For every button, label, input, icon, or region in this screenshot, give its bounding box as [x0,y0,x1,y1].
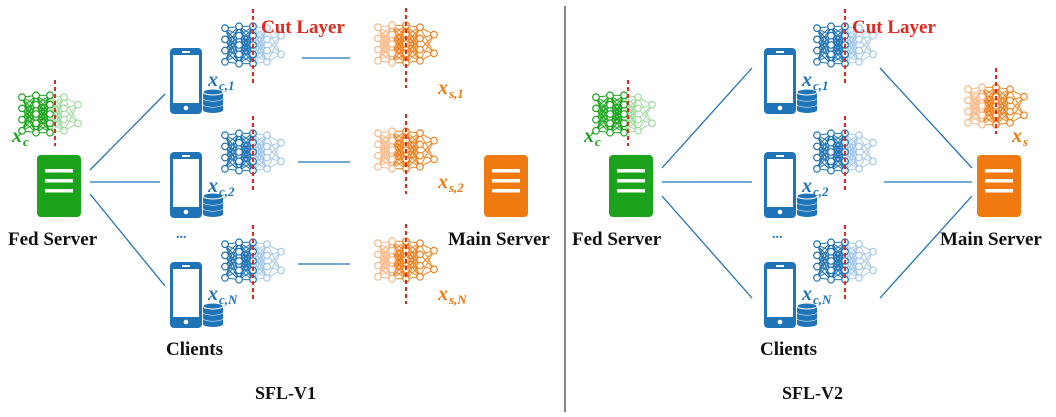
v2-fed-server-label: Fed Server [572,229,662,250]
v1-client-phone-2 [170,152,202,218]
v2-client-var-1: xc,1 [802,69,829,93]
v2-fed-model-network [592,91,656,137]
v1-fed-server-label: Fed Server [8,229,98,250]
v1-client-network-n [221,238,285,284]
v1-client-database-2 [202,192,224,217]
v2-fed-server-icon [609,155,653,217]
v1-client-phone-n [170,262,202,328]
v1-client-var-n: xc,N [208,283,238,307]
v1-fed-client-line-1 [89,93,166,171]
v1-fed-client-line-n [89,193,166,287]
v2-fed-client-line-n [661,195,753,299]
v1-client-network-1 [221,22,285,68]
v2-caption: SFL-V2 [782,383,844,403]
v2-client-var-n: xc,N [802,283,832,307]
v2-client-phone-n [764,262,796,328]
v1-client-phone-1 [170,48,202,114]
v1-main-server-label: Main Server [448,229,550,250]
v1-server-var-1: xs,1 [438,77,464,101]
v1-server-var-2: xs,2 [438,171,464,195]
v2-client-database-2 [796,192,818,217]
v1-fed-model-var: xc [12,125,29,149]
v1-server-network-n [374,237,438,283]
v1-client-database-n [202,302,224,327]
v2-client-phone-1 [764,48,796,114]
v1-server-var-n: xs,N [438,283,467,307]
v2-client-database-n [796,302,818,327]
v2-fed-model-var: xc [584,125,601,149]
v1-server-network-2 [374,127,438,173]
v1-caption: SFL-V1 [255,383,317,403]
v2-cut-layer-label: Cut Layer [852,17,936,38]
v1-cut-layer-label: Cut Layer [261,17,345,38]
v1-fed-model-network [18,91,82,137]
v2-client-database-1 [796,88,818,113]
v2-clients-label: Clients [760,339,817,360]
v1-client-ellipsis: ... [176,227,187,242]
v2-main-server-icon [977,155,1021,217]
v1-fed-server-icon [37,155,81,217]
v1-client-database-1 [202,88,224,113]
v1-clients-label: Clients [166,339,223,360]
v2-client-var-2: xc,2 [802,175,829,199]
v2-link-n [879,195,973,299]
v2-link-1 [879,67,973,169]
v2-client-network-n [813,238,877,284]
v2-client-ellipsis: ... [772,227,783,242]
v1-client-var-2: xc,2 [208,175,235,199]
v2-server-network [964,83,1028,129]
v2-server-var: xs [1012,125,1029,149]
v2-fed-client-line-1 [661,67,753,169]
v2-client-phone-2 [764,152,796,218]
v1-main-server-icon [484,155,528,217]
v2-client-network-2 [813,129,877,175]
v1-client-var-1: xc,1 [208,69,235,93]
v2-main-server-label: Main Server [940,229,1042,250]
